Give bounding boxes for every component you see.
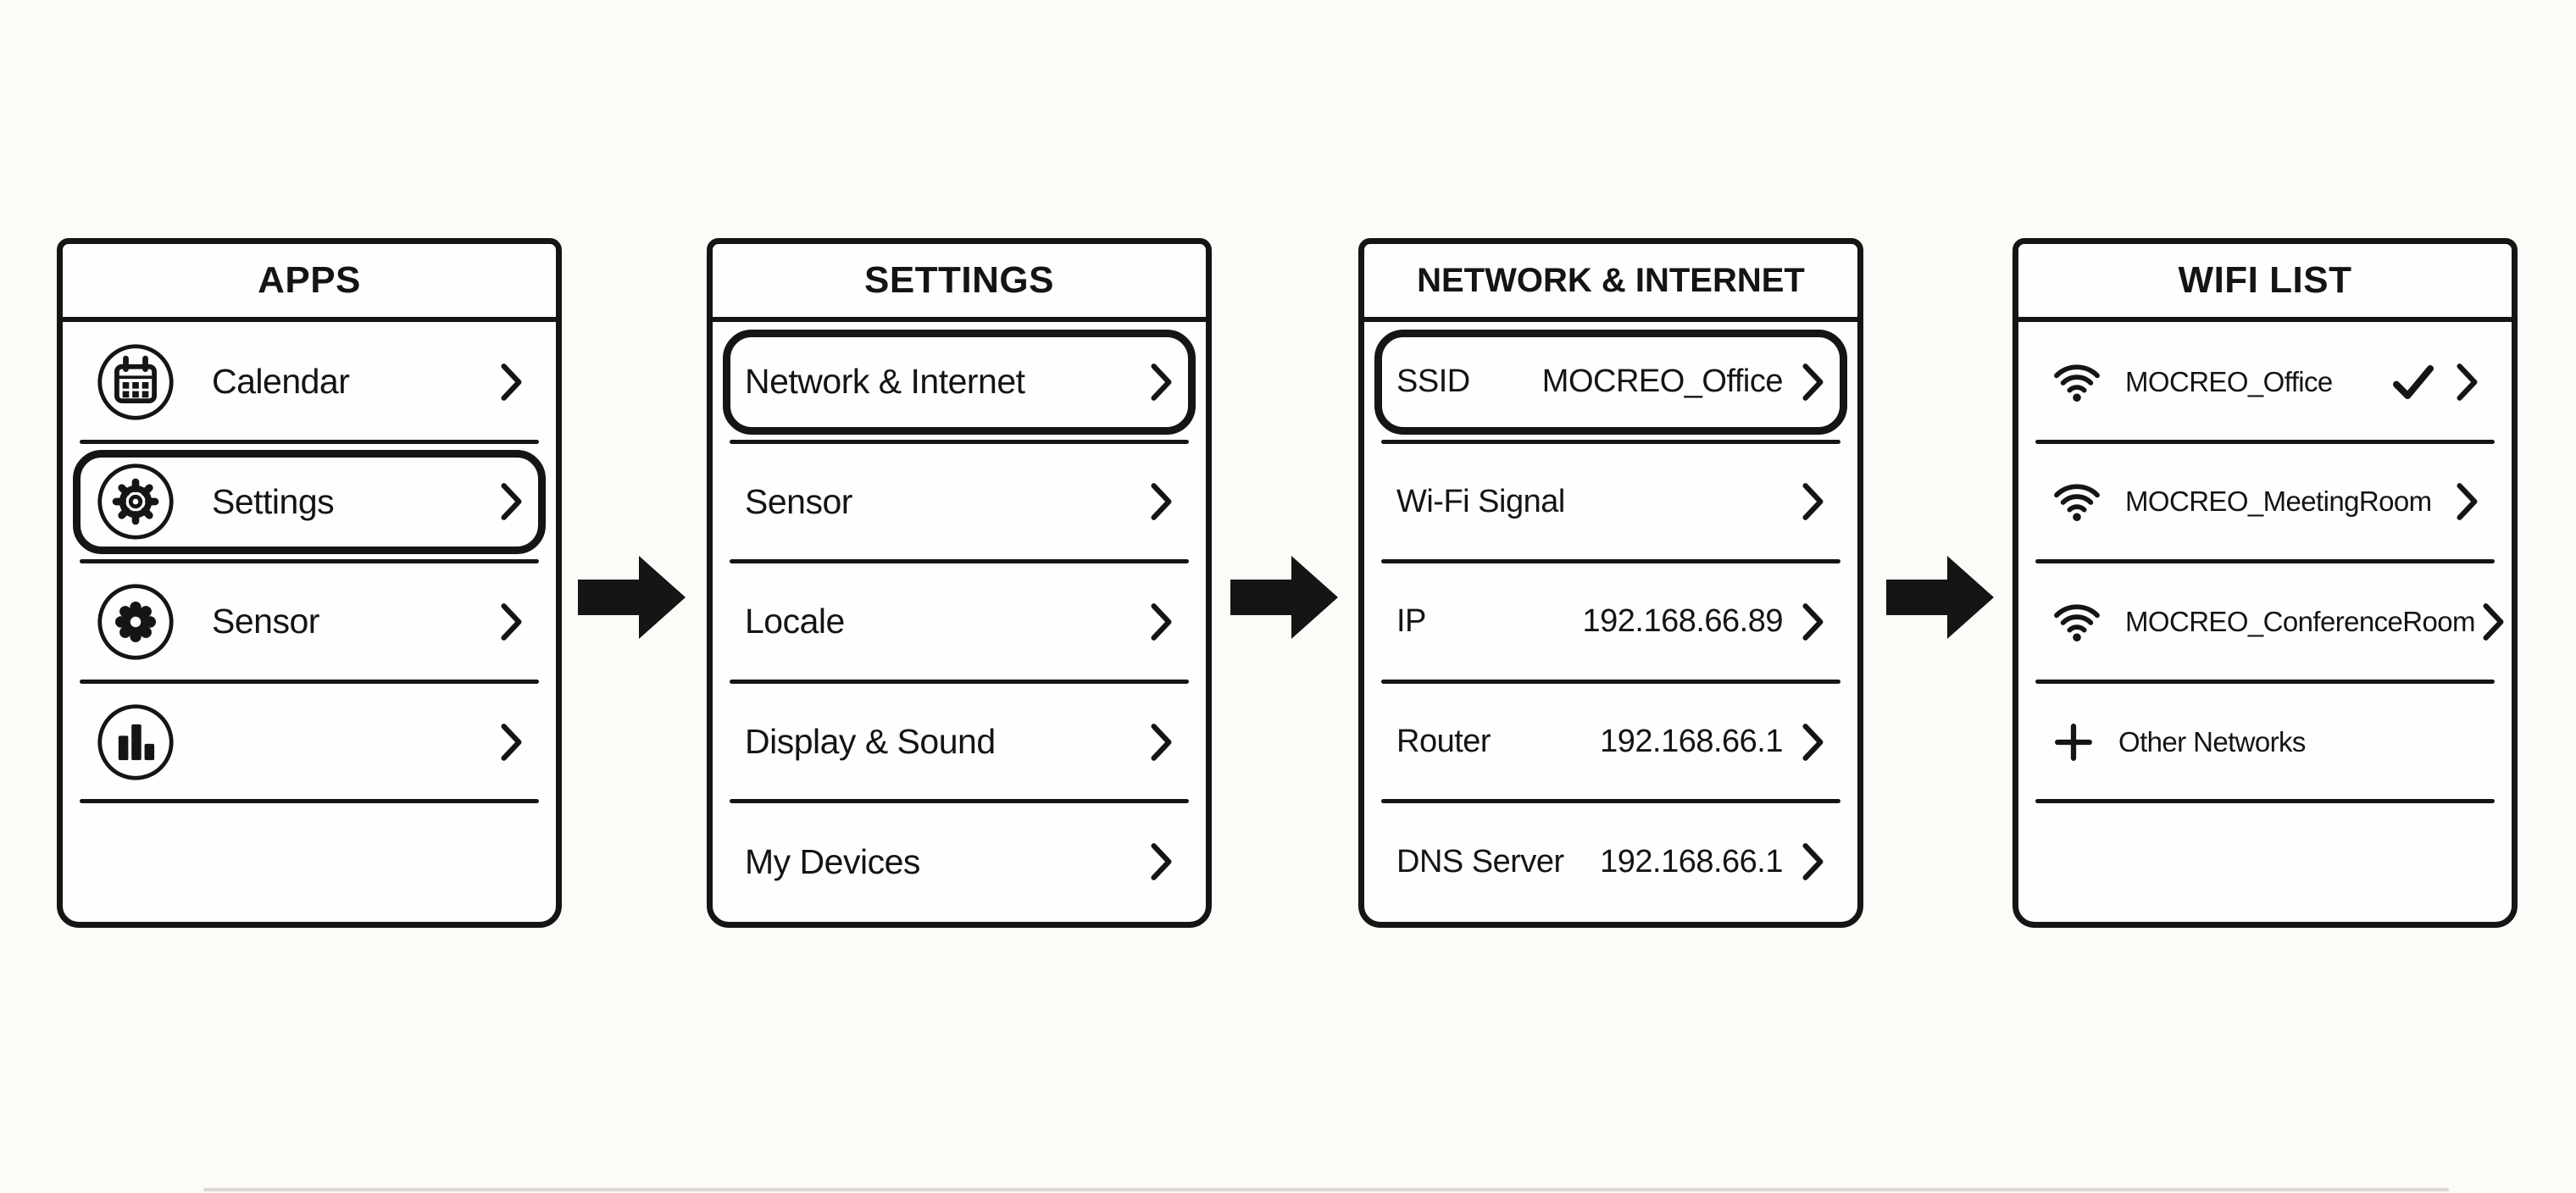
item-value: 192.168.66.1 xyxy=(1600,843,1783,879)
chevron-right-icon xyxy=(1802,841,1825,882)
menu-item-ip[interactable]: IP 192.168.66.89 xyxy=(1364,559,1857,682)
empty-slot xyxy=(63,799,556,922)
item-label: My Devices xyxy=(745,841,920,881)
menu-item-calendar[interactable]: Calendar xyxy=(63,322,556,442)
panel-title: WIFI LIST xyxy=(2018,244,2512,322)
item-label: SSID xyxy=(1396,363,1470,400)
chevron-right-icon xyxy=(500,722,524,763)
menu-item-router[interactable]: Router 192.168.66.1 xyxy=(1364,679,1857,802)
menu-item-my-devices[interactable]: My Devices xyxy=(713,799,1206,922)
chevron-right-icon xyxy=(1802,481,1825,522)
chevron-right-icon xyxy=(1150,481,1174,522)
item-label: MOCREO_ConferenceRoom xyxy=(2125,605,2475,637)
chevron-right-icon xyxy=(2456,481,2479,522)
flow-arrow-icon xyxy=(1230,553,1341,641)
item-label: Sensor xyxy=(745,481,852,521)
chevron-right-icon xyxy=(2482,602,2506,642)
chevron-right-icon xyxy=(1802,362,1825,402)
item-label: Locale xyxy=(745,602,845,641)
chevron-right-icon xyxy=(1150,602,1174,642)
item-label: Sensor xyxy=(212,602,319,641)
bottom-edge-line xyxy=(203,1188,2449,1191)
menu-item-sensor[interactable]: Sensor xyxy=(63,559,556,682)
check-icon xyxy=(2393,364,2434,399)
item-label: Settings xyxy=(212,481,335,521)
menu-item-dns-server[interactable]: DNS Server 192.168.66.1 xyxy=(1364,799,1857,922)
wifi-icon xyxy=(2051,361,2103,403)
wifi-icon xyxy=(2051,480,2103,523)
menu-item-mocreo-office[interactable]: MOCREO_Office xyxy=(2018,322,2512,442)
chevron-right-icon xyxy=(1802,722,1825,763)
plus-icon xyxy=(2054,723,2093,762)
wifi-icon xyxy=(2051,601,2103,643)
chevron-right-icon xyxy=(2456,362,2479,402)
gear-solid-icon xyxy=(95,581,176,663)
menu-item-mocreo-conferenceroom[interactable]: MOCREO_ConferenceRoom xyxy=(2018,559,2512,682)
menu-item-other-networks[interactable]: Other Networks xyxy=(2018,679,2512,802)
calendar-icon xyxy=(95,341,176,423)
menu-item-locale[interactable]: Locale xyxy=(713,559,1206,682)
chevron-right-icon xyxy=(500,602,524,642)
item-label: IP xyxy=(1396,603,1426,640)
flow-arrow-icon xyxy=(1886,553,1996,641)
panel-title: SETTINGS xyxy=(713,244,1206,322)
menu-item-ssid[interactable]: SSID MOCREO_Office xyxy=(1364,322,1857,442)
chevron-right-icon xyxy=(500,481,524,522)
chevron-right-icon xyxy=(1150,841,1174,882)
item-value: MOCREO_Office xyxy=(1541,363,1784,400)
gear-outline-icon xyxy=(95,461,176,542)
menu-item-display-sound[interactable]: Display & Sound xyxy=(713,679,1206,802)
item-label: Display & Sound xyxy=(745,722,996,762)
item-label: MOCREO_Office xyxy=(2125,365,2333,397)
item-label: Wi-Fi Signal xyxy=(1396,483,1565,519)
menu-item-sensor[interactable]: Sensor xyxy=(713,439,1206,563)
item-label: Network & Internet xyxy=(745,362,1025,402)
item-label: Other Networks xyxy=(2118,725,2306,757)
menu-item-settings[interactable]: Settings xyxy=(63,439,556,563)
menu-item-network-internet[interactable]: Network & Internet xyxy=(713,322,1206,442)
chevron-right-icon xyxy=(1802,602,1825,642)
item-label: MOCREO_MeetingRoom xyxy=(2125,486,2432,518)
bar-chart-icon xyxy=(95,702,176,783)
flow-arrow-icon xyxy=(578,553,688,641)
item-label: Calendar xyxy=(212,362,350,402)
item-value: 192.168.66.1 xyxy=(1600,724,1783,760)
chevron-right-icon xyxy=(1150,362,1174,402)
menu-item-mocreo-meetingroom[interactable]: MOCREO_MeetingRoom xyxy=(2018,439,2512,563)
item-value: 192.168.66.89 xyxy=(1582,603,1783,640)
item-label: Router xyxy=(1396,724,1491,760)
panel-title: NETWORK & INTERNET xyxy=(1364,244,1857,322)
chevron-right-icon xyxy=(500,362,524,402)
panel-title: APPS xyxy=(63,244,556,322)
empty-slot xyxy=(2018,799,2512,922)
item-label: DNS Server xyxy=(1396,843,1564,879)
menu-item-wi-fi-signal[interactable]: Wi-Fi Signal xyxy=(1364,439,1857,563)
menu-item-bar-chart[interactable] xyxy=(63,679,556,802)
chevron-right-icon xyxy=(1150,722,1174,763)
